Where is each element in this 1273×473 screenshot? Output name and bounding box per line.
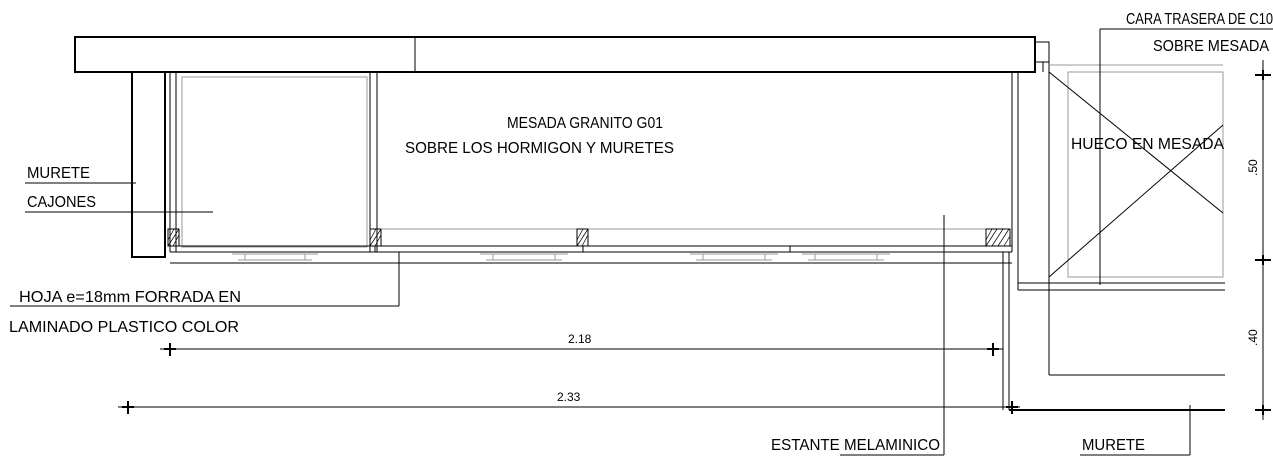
door-handles xyxy=(232,253,890,261)
label-mesada-line1: MESADA GRANITO G01 xyxy=(507,115,663,132)
hole-cross xyxy=(1048,124,1224,278)
dimension-ticks xyxy=(1255,70,1271,415)
drawer-inner-frame xyxy=(181,76,368,248)
label-mesada-line2: SOBRE LOS HORMIGON Y MURETES xyxy=(405,140,674,157)
left-wall xyxy=(131,71,166,258)
label-cara-trasera: CARA TRASERA DE C10 xyxy=(1126,11,1273,28)
counter-hole-frame xyxy=(1067,71,1224,278)
label-hueco: HUECO EN MESADA xyxy=(1071,136,1224,153)
dimension-inner-width: 2.18 xyxy=(568,332,592,346)
dimension-upper-height: .50 xyxy=(1246,159,1260,176)
hatched-blocks xyxy=(167,228,1011,247)
back-panel-top xyxy=(1034,41,1050,63)
dimension-lower-height: .40 xyxy=(1246,329,1260,346)
hole-cross xyxy=(1048,71,1224,214)
dimension-total-width: 2.33 xyxy=(557,390,581,404)
label-hoja-line2: LAMINADO PLASTICO COLOR xyxy=(9,319,239,336)
label-murete-right: MURETE xyxy=(1082,437,1145,454)
label-murete-left: MURETE xyxy=(27,165,90,182)
label-cajones: CAJONES xyxy=(27,194,96,211)
label-estante: ESTANTE MELAMINICO xyxy=(771,437,940,454)
label-hoja-line1: HOJA e=18mm FORRADA EN xyxy=(19,289,241,306)
label-sobre-mesada: SOBRE MESADA xyxy=(1153,38,1269,55)
dimension-total-ticks xyxy=(122,401,1018,414)
dimension-inner-ticks xyxy=(164,343,999,356)
countertop-slab xyxy=(74,36,1036,73)
